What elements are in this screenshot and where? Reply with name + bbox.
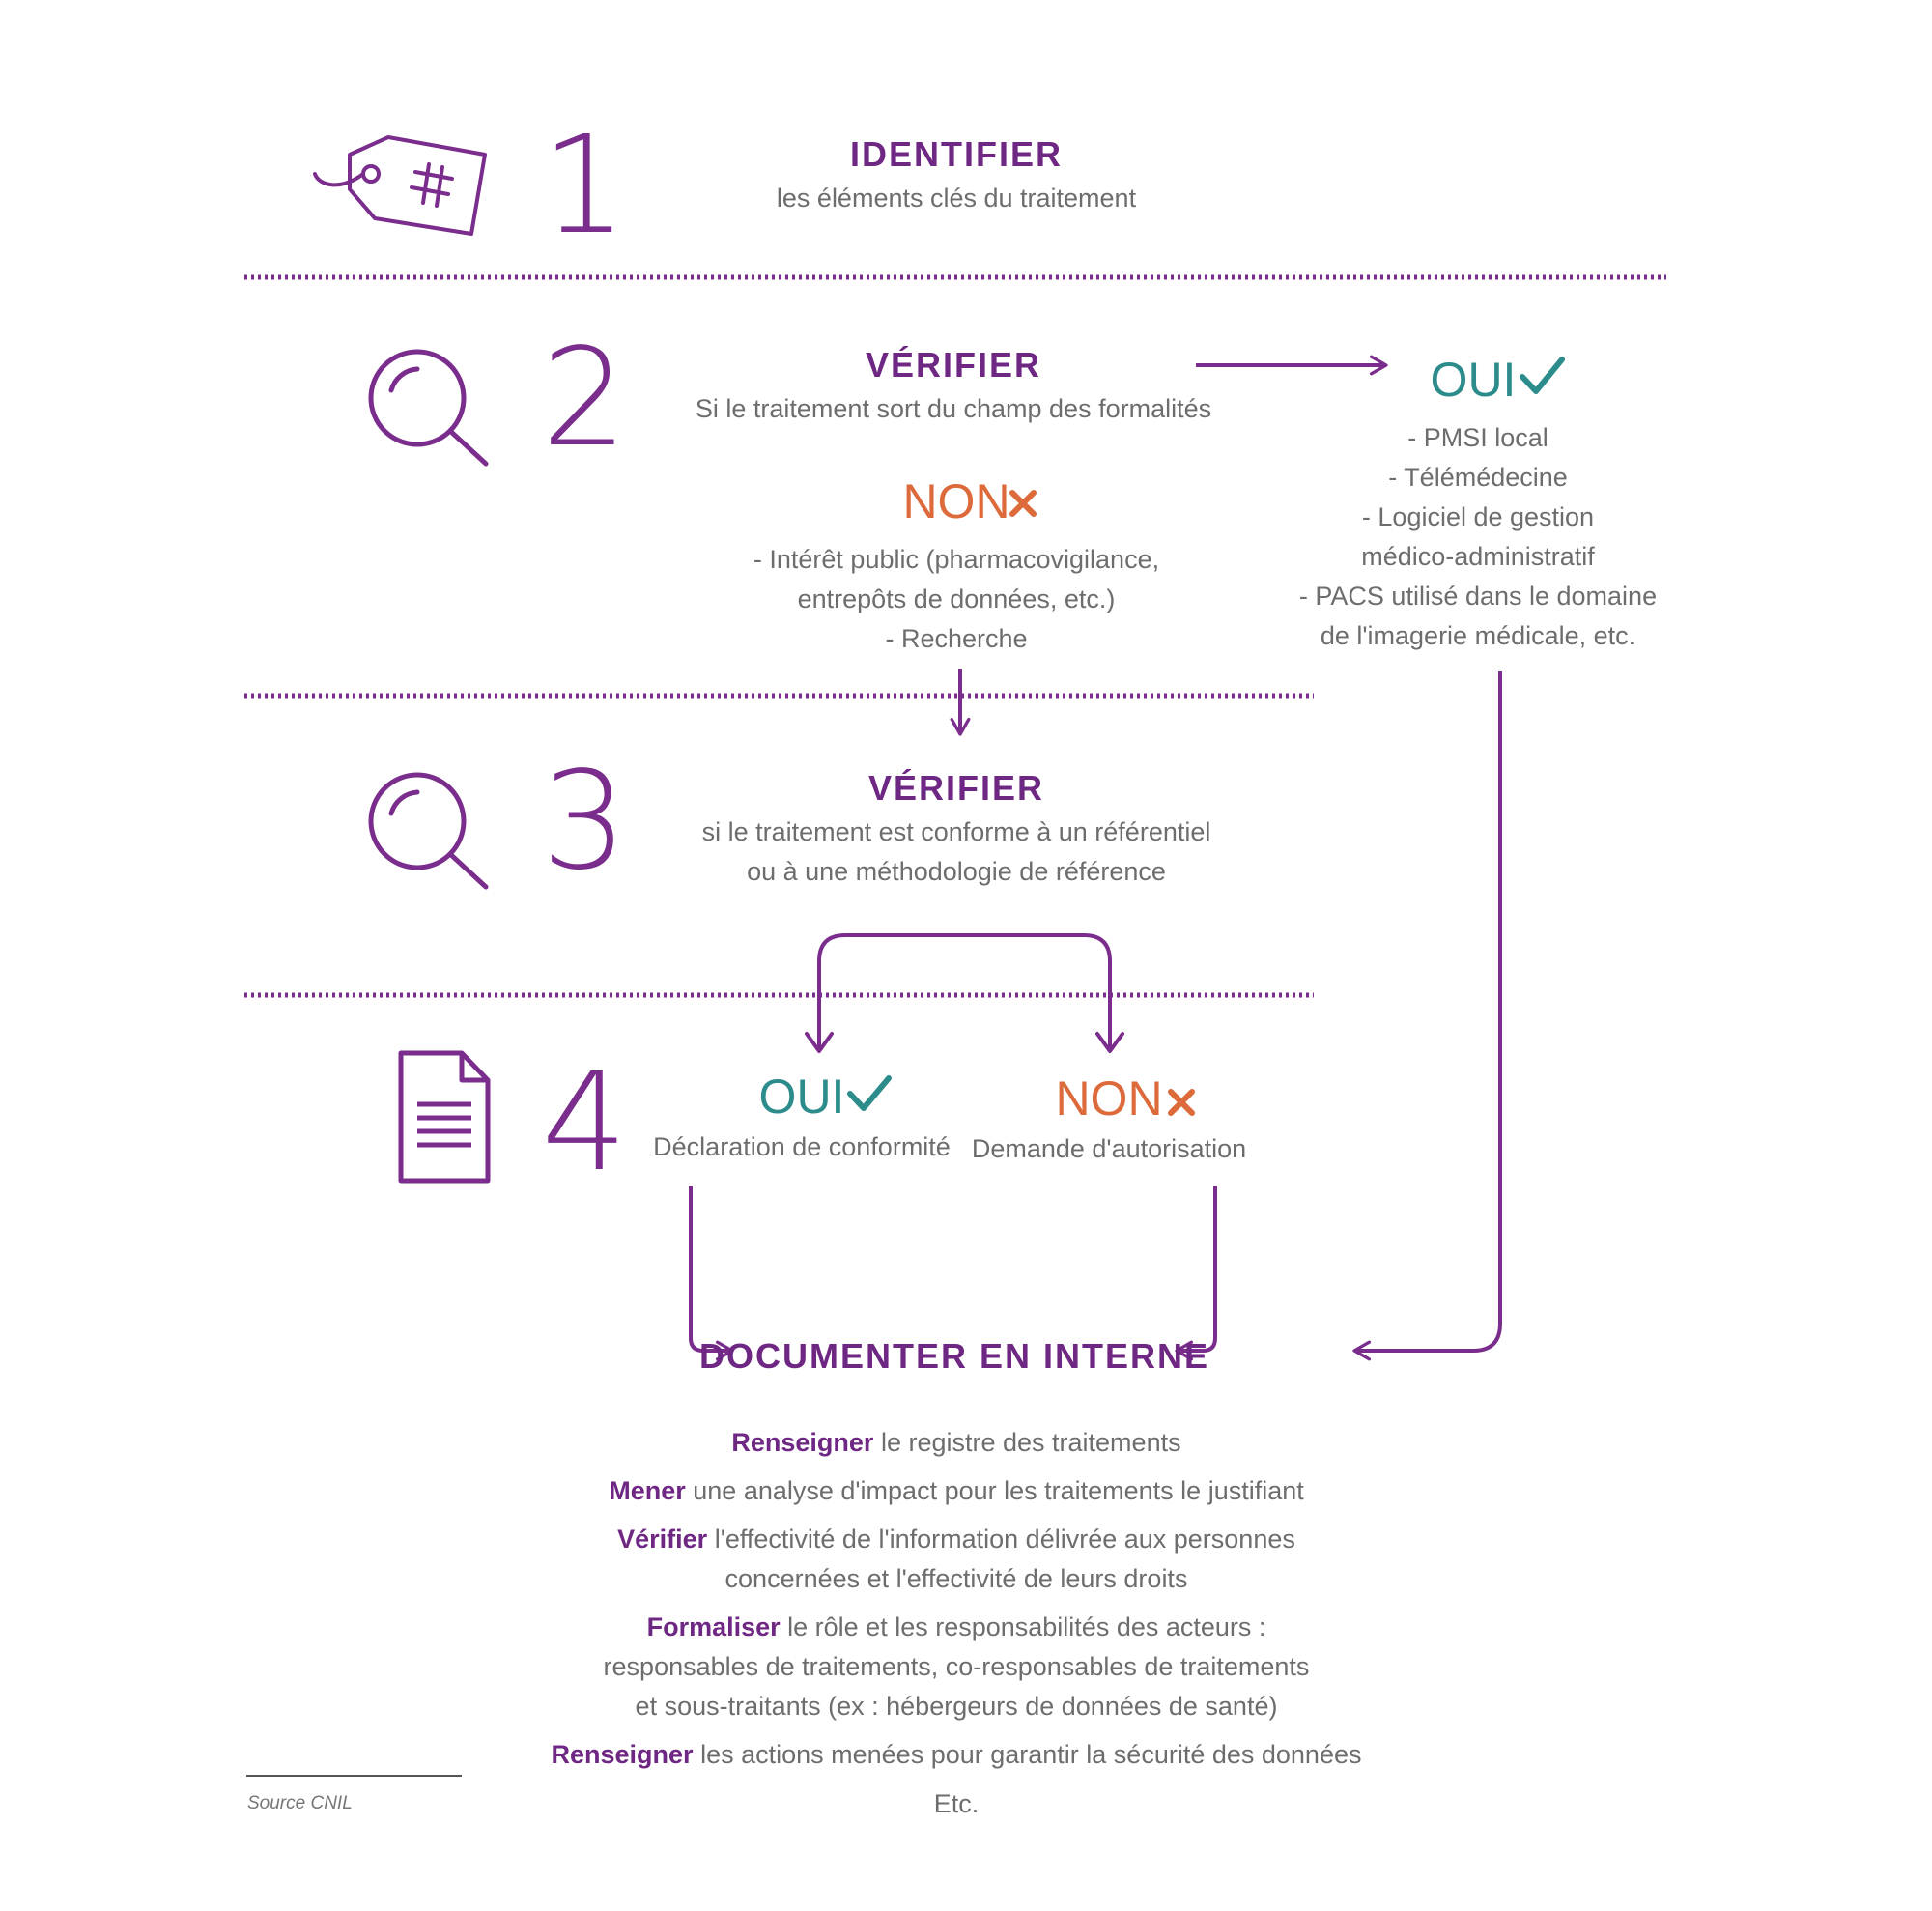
list-item-text: l'effectivité de l'information délivrée …: [707, 1525, 1295, 1554]
step4-oui-label: OUI: [759, 1070, 845, 1124]
arrow-step2-oui-to-documenter: [1352, 671, 1502, 1361]
step2-subtitle: Si le traitement sort du champ des forma…: [696, 394, 1211, 423]
step3-subtitle-line: si le traitement est conforme à un référ…: [702, 817, 1211, 846]
step4-oui-text: Déclaration de conformité: [653, 1132, 951, 1161]
list-item: - PACS utilisé dans le domaine: [1299, 582, 1657, 611]
arrow-to-non-4: [1095, 1032, 1124, 1053]
list-item-verb: Renseigner: [552, 1740, 695, 1769]
list-item-text: le registre des traitements: [873, 1428, 1180, 1457]
list-item-text: les actions menées pour garantir la sécu…: [694, 1740, 1362, 1769]
step3-subtitle-line: ou à une méthodologie de référence: [747, 857, 1166, 886]
arrow-to-oui-4: [805, 1032, 834, 1053]
step-number-1: 1: [541, 107, 627, 265]
list-item: entrepôts de données, etc.): [798, 585, 1116, 613]
list-item: Renseigner le registre des traitements: [731, 1428, 1180, 1457]
branch-connector: [817, 933, 1112, 1051]
list-item: - PMSI local: [1407, 423, 1548, 452]
list-item-continuation: responsables de traitements, co-responsa…: [604, 1652, 1310, 1681]
document-icon: [398, 1050, 491, 1184]
list-item-text: le rôle et les responsabilités des acteu…: [781, 1612, 1266, 1641]
step3-title: VÉRIFIER: [868, 768, 1044, 808]
list-item: médico-administratif: [1361, 542, 1595, 571]
list-item: de l'imagerie médicale, etc.: [1321, 621, 1635, 650]
list-item: - Télémédecine: [1388, 463, 1568, 492]
etc-text: Etc.: [934, 1789, 980, 1818]
cross-icon: [1168, 1089, 1195, 1116]
step2-oui-label: OUI: [1431, 353, 1517, 407]
list-item: Formaliser le rôle et les responsabilité…: [647, 1612, 1266, 1641]
step2-non-label: NON: [902, 474, 1009, 528]
list-item-verb: Renseigner: [731, 1428, 874, 1457]
check-icon: [1520, 357, 1565, 394]
list-item: - Intérêt public (pharmacovigilance,: [753, 545, 1159, 574]
step1-subtitle: les éléments clés du traitement: [777, 184, 1137, 213]
step-number-2: 2: [541, 320, 627, 477]
step4-non-text: Demande d'autorisation: [972, 1134, 1246, 1163]
documenter-list: Renseigner le registre des traitements M…: [552, 1428, 1362, 1818]
cross-icon: [1009, 490, 1037, 517]
list-item: Mener une analyse d'impact pour les trai…: [609, 1476, 1304, 1505]
tag-hash-icon: [313, 135, 487, 236]
magnifier-icon: [368, 349, 489, 467]
step2-non-list: - Intérêt public (pharmacovigilance, ent…: [753, 545, 1159, 653]
step2-title: VÉRIFIER: [866, 345, 1041, 385]
list-item-continuation: et sous-traitants (ex : hébergeurs de do…: [636, 1692, 1278, 1721]
list-item: Renseigner les actions menées pour garan…: [552, 1740, 1362, 1769]
check-icon: [847, 1075, 892, 1111]
list-item: Vérifier l'effectivité de l'information …: [617, 1525, 1295, 1554]
arrow-oui-to-documenter: [689, 1186, 734, 1361]
documenter-title: DOCUMENTER EN INTERNE: [699, 1336, 1209, 1376]
list-item: - Logiciel de gestion: [1362, 502, 1594, 531]
step4-non-label: NON: [1055, 1071, 1162, 1126]
list-item-verb: Formaliser: [647, 1612, 781, 1641]
magnifier-icon: [368, 772, 489, 890]
list-item-text: une analyse d'impact pour les traitement…: [686, 1476, 1304, 1505]
arrow-non-to-documenter: [1175, 1186, 1217, 1361]
step-number-3: 3: [541, 743, 627, 900]
step2-oui-list: - PMSI local - Télémédecine - Logiciel d…: [1299, 423, 1657, 650]
source-note: Source CNIL: [247, 1793, 353, 1813]
step-number-4: 4: [541, 1044, 627, 1202]
step1-title: IDENTIFIER: [850, 134, 1063, 174]
list-item-verb: Mener: [609, 1476, 686, 1505]
list-item-verb: Vérifier: [617, 1525, 708, 1554]
list-item: - Recherche: [885, 624, 1027, 653]
list-item-continuation: concernées et l'effectivité de leurs dro…: [725, 1564, 1188, 1593]
